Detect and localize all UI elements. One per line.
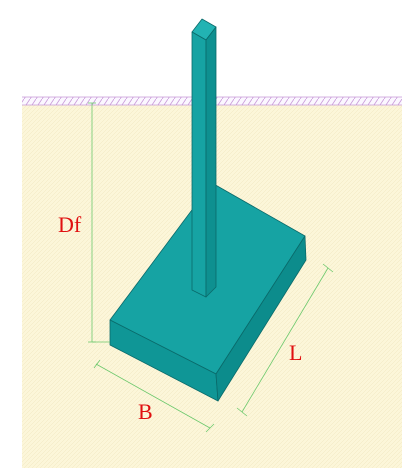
column-front-face <box>191 31 207 298</box>
column <box>191 18 217 298</box>
width-dimension-line <box>95 363 211 429</box>
depth-label: Df <box>58 212 82 237</box>
dimension-lines <box>88 102 334 433</box>
width-label: B <box>138 399 153 424</box>
column-side-face <box>205 26 217 298</box>
footing-right-face <box>215 235 307 402</box>
length-label: L <box>289 340 302 365</box>
length-dimension-line <box>241 267 329 413</box>
